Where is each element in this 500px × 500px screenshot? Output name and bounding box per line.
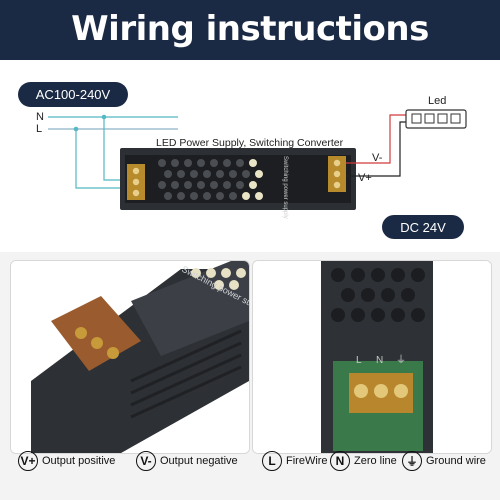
legend-firewire: L FireWire bbox=[262, 451, 328, 471]
legend-text: FireWire bbox=[286, 455, 328, 467]
terminal-label: L bbox=[356, 355, 362, 366]
vent-holes bbox=[331, 268, 425, 322]
left-photo-panel: Switching power supply bbox=[10, 260, 250, 454]
vplus-icon: V+ bbox=[18, 451, 38, 471]
legend-text: Output negative bbox=[160, 455, 238, 467]
supply-print-text: Switching power supply bbox=[282, 156, 288, 219]
legend-text: Ground wire bbox=[426, 455, 486, 467]
line-junction bbox=[73, 126, 79, 132]
line-label: L bbox=[36, 123, 43, 135]
terminal-screws bbox=[75, 327, 119, 359]
line-icon: L bbox=[262, 451, 282, 471]
vminus-wire bbox=[346, 114, 406, 164]
terminal-label: N bbox=[376, 355, 383, 366]
legend-output-positive: V+ Output positive bbox=[18, 451, 115, 471]
header-bar bbox=[0, 0, 500, 60]
legend-text: Zero line bbox=[354, 455, 397, 467]
input-terminal-block bbox=[127, 164, 145, 200]
legend-text: Output positive bbox=[42, 455, 116, 467]
load-label: Led bbox=[428, 95, 447, 107]
terminal-closeup-photo: L N ⏚ bbox=[253, 261, 491, 453]
vplus-wire bbox=[346, 121, 406, 177]
page-title: Wiring instructions bbox=[71, 9, 429, 49]
led-chip bbox=[450, 113, 461, 124]
led-chip bbox=[424, 113, 435, 124]
neutral-label: N bbox=[36, 111, 44, 123]
vminus-label: V- bbox=[372, 152, 383, 164]
vplus-label: V+ bbox=[358, 172, 372, 184]
wiring-diagram: Switching power supply bbox=[48, 109, 467, 219]
output-voltage-badge: DC 24V bbox=[382, 215, 464, 239]
led-chip bbox=[437, 113, 448, 124]
right-photo-panel: L N ⏚ bbox=[252, 260, 492, 454]
supply-closeup-photo: Switching power supply bbox=[11, 261, 249, 453]
legend-zero-line: N Zero line bbox=[330, 451, 397, 471]
legend-output-negative: V- Output negative bbox=[136, 451, 238, 471]
led-chip bbox=[411, 113, 422, 124]
line-drop-wire bbox=[75, 129, 128, 189]
vent-holes bbox=[158, 159, 250, 200]
vminus-icon: V- bbox=[136, 451, 156, 471]
terminal-label: ⏚ bbox=[396, 354, 406, 366]
vent-components bbox=[191, 268, 246, 290]
neutral-icon: N bbox=[330, 451, 350, 471]
output-terminal-block bbox=[328, 156, 346, 192]
led-strip bbox=[405, 109, 467, 129]
ground-icon: ⏚ bbox=[402, 451, 422, 471]
legend-ground-wire: ⏚ Ground wire bbox=[402, 451, 486, 471]
vent-components bbox=[242, 159, 263, 200]
device-label: LED Power Supply, Switching Converter bbox=[156, 137, 344, 149]
terminal-screws bbox=[354, 384, 408, 398]
heatsink-fins bbox=[130, 329, 242, 419]
input-voltage-badge: AC100-240V bbox=[18, 82, 128, 107]
